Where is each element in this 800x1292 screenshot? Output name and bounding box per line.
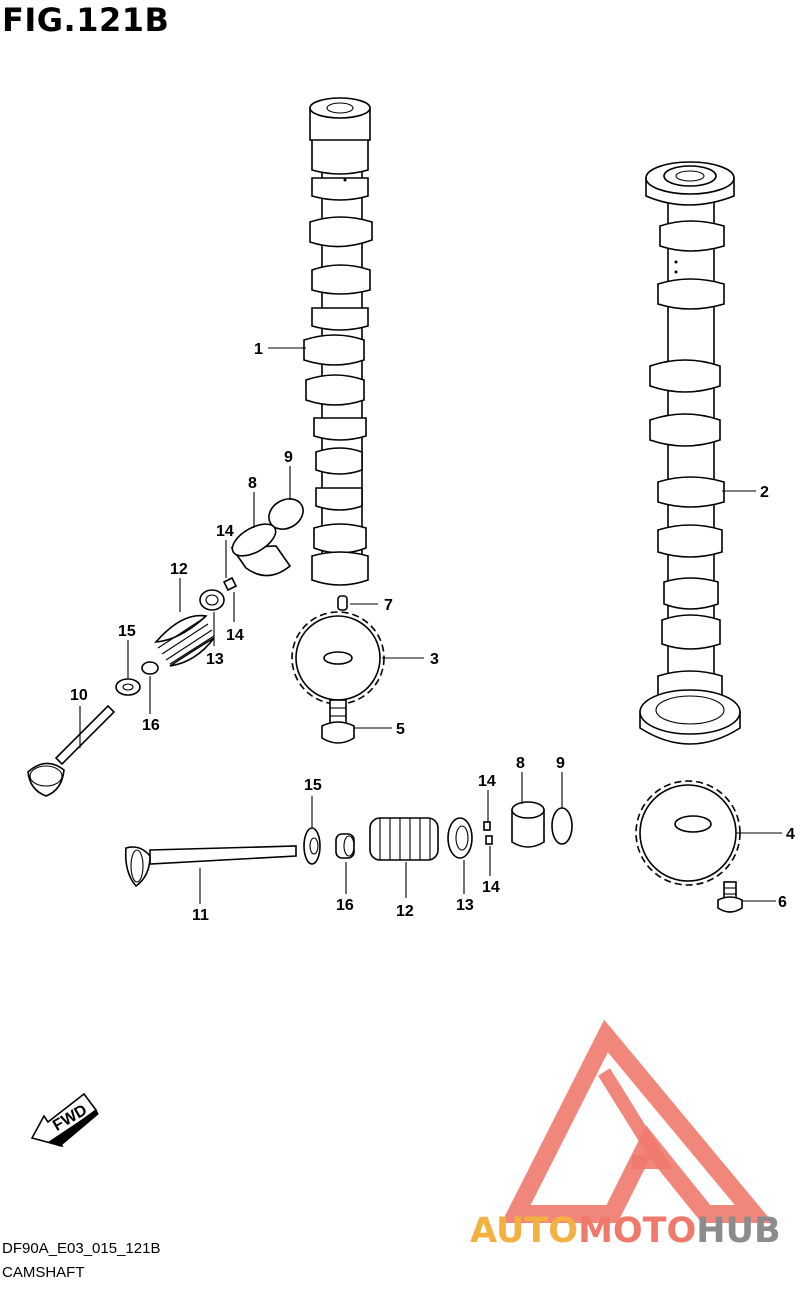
- callout-13b: 13: [456, 897, 474, 914]
- logo-text-auto: AUTO: [470, 1211, 578, 1251]
- callout-2: 2: [760, 484, 769, 501]
- callout-16b: 16: [336, 897, 354, 914]
- valve-spring-lower[interactable]: [369, 817, 439, 861]
- callout-12a: 12: [170, 561, 188, 578]
- callout-15a: 15: [118, 623, 136, 640]
- callout-1: 1: [254, 341, 263, 358]
- svg-text:AUTOMOTOHUB: AUTOMOTOHUB: [470, 1211, 781, 1251]
- valve-shim-upper[interactable]: [263, 493, 308, 535]
- callout-16a: 16: [142, 717, 160, 734]
- spring-seat-lower[interactable]: [303, 827, 321, 865]
- valve-spring-upper[interactable]: [154, 614, 215, 667]
- callout-6: 6: [778, 894, 787, 911]
- valve-shim-lower[interactable]: [551, 807, 573, 845]
- diagram-name: CAMSHAFT: [2, 1264, 85, 1281]
- figure-title: FIG.121B: [2, 1, 170, 39]
- intake-valve[interactable]: [27, 704, 116, 797]
- exhaust-valve[interactable]: [124, 845, 297, 888]
- callout-15b: 15: [304, 777, 322, 794]
- sprocket-bolt-intake[interactable]: [321, 699, 355, 744]
- camshaft-intake[interactable]: [303, 97, 373, 586]
- callout-13a: 13: [206, 651, 224, 668]
- sprocket-bolt-exhaust[interactable]: [717, 881, 743, 913]
- callout-11: 11: [192, 907, 209, 924]
- spring-retainer-lower[interactable]: [447, 817, 473, 859]
- callout-10: 10: [70, 687, 88, 704]
- valve-stem-seal-upper[interactable]: [141, 661, 159, 675]
- valve-stem-seal-lower[interactable]: [335, 833, 355, 859]
- logo-text-moto: MOTO: [578, 1211, 696, 1251]
- logo-text-hub: HUB: [696, 1211, 780, 1251]
- callout-3: 3: [430, 651, 439, 668]
- callout-4: 4: [786, 826, 795, 843]
- valve-lifter-lower[interactable]: [511, 801, 545, 848]
- camshaft-exhaust[interactable]: [639, 161, 741, 745]
- callout-labels: 1 2 3 4 5 6 7 8 9 8 9 10 11 12 12 13 13 …: [70, 341, 795, 924]
- dowel-pin[interactable]: [337, 595, 348, 611]
- callout-7: 7: [384, 597, 393, 614]
- callout-14c: 14: [478, 773, 496, 790]
- fwd-direction-arrow: FWD: [30, 1092, 99, 1148]
- spring-seat-upper[interactable]: [115, 678, 141, 696]
- spring-retainer-upper[interactable]: [199, 589, 225, 611]
- diagram-code: DF90A_E03_015_121B: [2, 1240, 161, 1257]
- callout-14a: 14: [216, 523, 234, 540]
- callout-12b: 12: [396, 903, 414, 920]
- cam-sprocket-intake[interactable]: [291, 611, 385, 705]
- valve-cotter-lower[interactable]: [483, 821, 493, 845]
- callout-8b: 8: [516, 755, 525, 772]
- cam-sprocket-exhaust[interactable]: [635, 780, 741, 886]
- callout-9a: 9: [284, 449, 293, 466]
- automotohub-logo: AUTOMOTOHUB: [470, 1019, 781, 1251]
- callout-8a: 8: [248, 475, 257, 492]
- callout-14d: 14: [482, 879, 500, 896]
- callout-leaders: [79, 347, 782, 904]
- valve-cotter-upper[interactable]: [222, 576, 238, 592]
- valve-lifter-upper[interactable]: [227, 518, 292, 577]
- callout-9b: 9: [556, 755, 565, 772]
- callout-14b: 14: [226, 627, 244, 644]
- callout-5: 5: [396, 721, 405, 738]
